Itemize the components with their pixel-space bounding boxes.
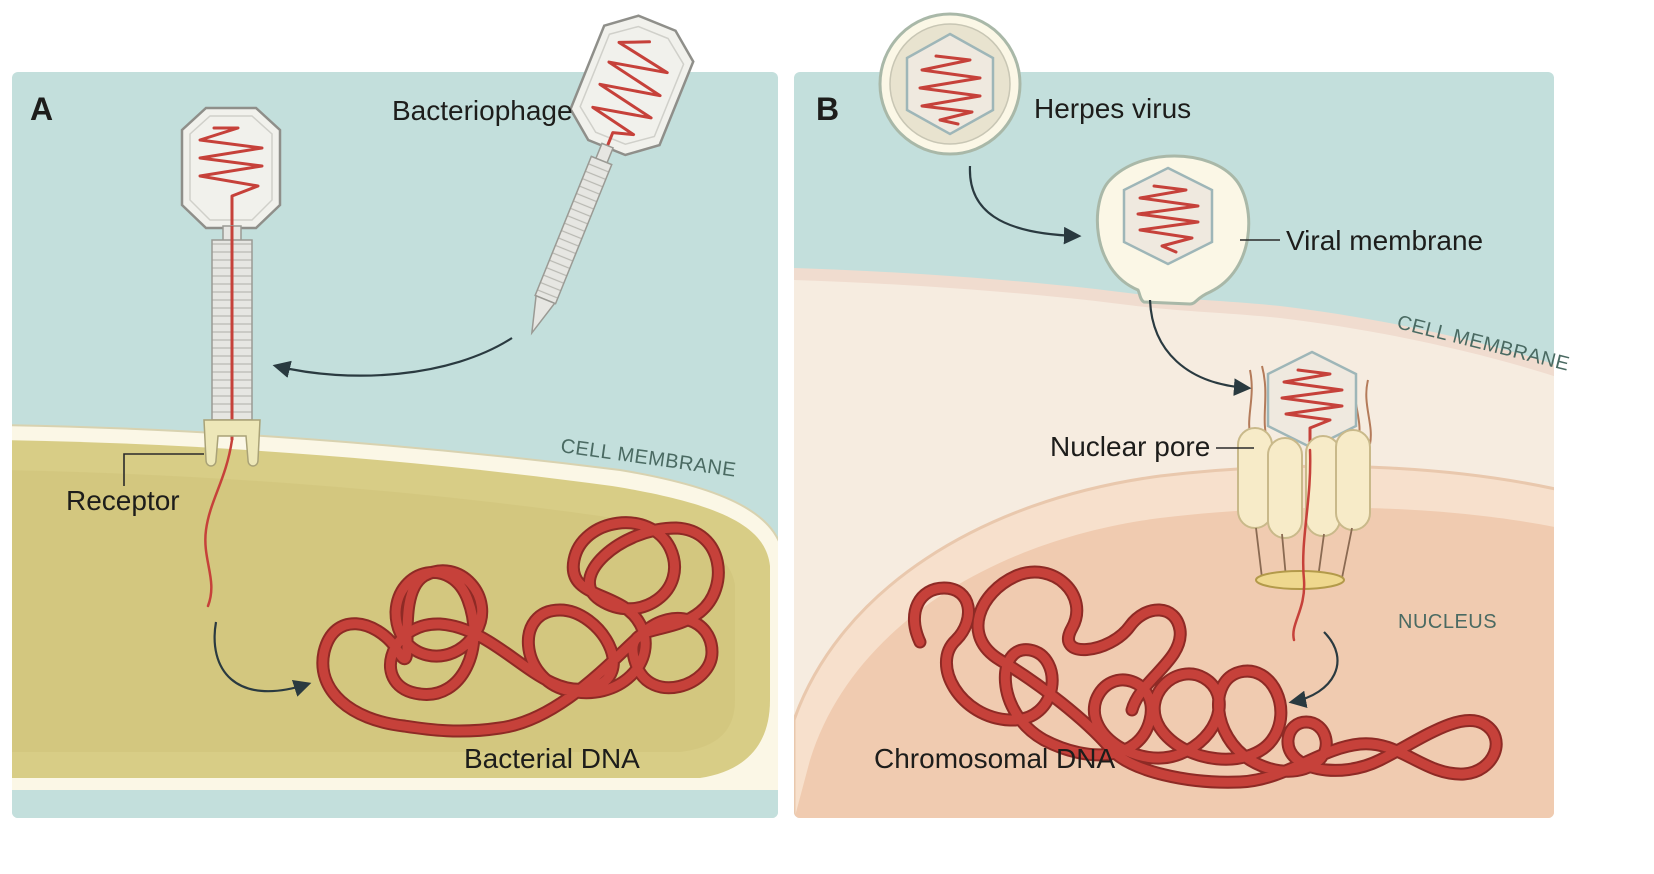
- arrow-virus-to-membrane: [968, 165, 1082, 245]
- fusing-dna: [1136, 184, 1200, 254]
- nuclear-pore-filaments: [1248, 365, 1372, 445]
- bacterium-lower-background: [12, 790, 778, 818]
- receptor-label: Receptor: [66, 485, 180, 516]
- phage-tail-spike: [530, 294, 556, 336]
- arrow-capsid-to-pore: [1148, 299, 1252, 396]
- nuclear-pore-complex: [1237, 350, 1372, 642]
- bacterial-dna-label: Bacterial DNA: [464, 743, 640, 774]
- bacterium-lower-membrane: [12, 778, 778, 790]
- injected-herpes-dna: [1292, 448, 1312, 642]
- panel-b-letter: B: [816, 91, 839, 127]
- viral-membrane-label: Viral membrane: [1286, 225, 1483, 256]
- nuclear-pore-label: Nuclear pore: [1050, 431, 1210, 462]
- herpes-virus-free: [878, 12, 1022, 156]
- pore-basket-ring: [1255, 570, 1345, 590]
- phage-capsid: [569, 14, 695, 157]
- injected-phage-dna: [204, 438, 234, 608]
- arrow-dna-to-bacterial-dna: [213, 621, 312, 697]
- arrow-phage-to-attach: [272, 337, 513, 378]
- attached-phage-capsid-inner: [189, 115, 273, 221]
- arrow-dna-to-chromosome: [1288, 631, 1339, 708]
- bacteriophage-attached: [180, 106, 282, 608]
- herpes-virus-fusing: [1095, 154, 1251, 306]
- nuclear-pore-capsid-dna: [1280, 368, 1344, 452]
- bacteriophage-label: Bacteriophage: [392, 95, 573, 126]
- pore-subunit-1: [1237, 427, 1273, 529]
- receptor-shape: [203, 419, 261, 467]
- receptor-leader-line: [123, 453, 204, 486]
- pore-subunit-2: [1267, 437, 1303, 539]
- herpes-dna: [918, 54, 982, 126]
- phage-packed-dna: [591, 40, 669, 157]
- attached-phage-dna: [198, 126, 264, 228]
- panel-a-letter: A: [30, 91, 53, 127]
- pore-basket: [1255, 527, 1353, 579]
- herpes-virus-label: Herpes virus: [1034, 93, 1191, 124]
- bacterial-dna: [316, 516, 725, 738]
- chromosomal-dna-label: Chromosomal DNA: [874, 743, 1115, 774]
- chromosomal-dna: [907, 565, 1503, 789]
- pore-subunit-4: [1335, 429, 1371, 531]
- phage-capsid-inner: [579, 25, 685, 145]
- nucleus-label: NUCLEUS: [1398, 611, 1497, 633]
- bacteriophage-free: [530, 14, 695, 336]
